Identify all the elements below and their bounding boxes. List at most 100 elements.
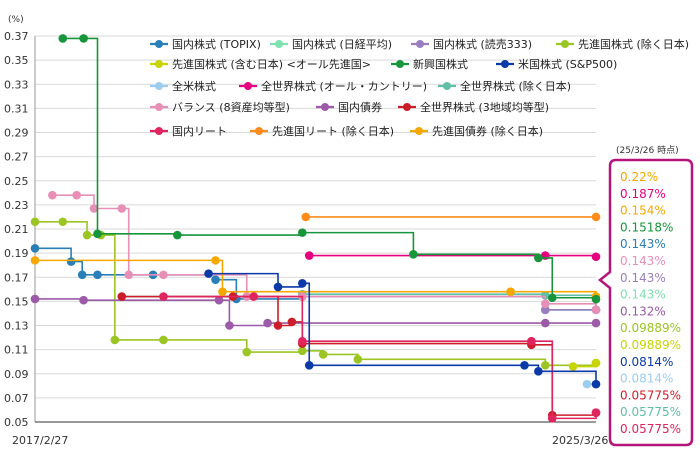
legend-label: 全世界株式 (オール・カントリー) bbox=[261, 79, 427, 93]
legend-entry: 全米株式 bbox=[150, 79, 216, 93]
series-line bbox=[121, 295, 596, 311]
data-point bbox=[30, 256, 40, 265]
data-point bbox=[159, 270, 168, 280]
y-tick-label: 0.05 bbox=[4, 416, 29, 429]
end-value-label: 0.143% bbox=[620, 237, 666, 251]
data-point bbox=[534, 253, 543, 263]
data-point bbox=[506, 287, 515, 297]
legend-label: 国内リート bbox=[172, 124, 227, 138]
series-line bbox=[309, 254, 597, 257]
data-point bbox=[263, 318, 272, 328]
data-point bbox=[58, 217, 68, 227]
series-lines bbox=[30, 34, 601, 423]
data-point bbox=[568, 362, 578, 371]
data-point bbox=[89, 204, 99, 213]
data-point bbox=[77, 270, 87, 280]
data-point bbox=[30, 217, 40, 227]
legend-entry: 先進国株式 (除く日本) bbox=[556, 37, 689, 51]
legend-entry: 国内株式 (TOPIX) bbox=[150, 37, 261, 51]
legend-label: バランス (8資産均等型) bbox=[172, 100, 290, 114]
data-point bbox=[159, 292, 168, 301]
end-value-label: 0.187% bbox=[620, 187, 666, 201]
data-point bbox=[541, 299, 550, 309]
data-point bbox=[214, 295, 224, 305]
data-point bbox=[30, 294, 40, 304]
data-point bbox=[304, 251, 314, 260]
series-11 bbox=[159, 292, 601, 423]
data-point bbox=[48, 190, 57, 200]
data-point bbox=[591, 305, 601, 315]
end-value-box-border bbox=[597, 158, 694, 447]
data-point bbox=[541, 305, 550, 315]
x-axis-end-label: 2025/3/26 bbox=[552, 434, 608, 447]
y-tick-label: 0.19 bbox=[4, 247, 29, 260]
legend-entry: 米国株式 (S&P500) bbox=[496, 57, 617, 71]
x-axis-start-label: 2017/2/27 bbox=[12, 434, 68, 447]
legend-label: 先進国株式 (除く日本) bbox=[578, 37, 689, 51]
legend-entry: 全世界株式 (オール・カントリー) bbox=[239, 79, 427, 93]
legend-entry: 全世界株式 (3地域均等型) bbox=[398, 100, 549, 114]
legend: 国内株式 (TOPIX) 国内株式 (日経平均) 国内株式 (読売333) 先進国株式… bbox=[150, 37, 689, 138]
legend-label: 国内株式 (TOPIX) bbox=[172, 37, 261, 51]
data-point bbox=[409, 250, 418, 259]
legend-entry: 国内債券 bbox=[316, 100, 382, 114]
legend-label: 全世界株式 (3地域均等型) bbox=[420, 100, 549, 114]
series-6 bbox=[304, 251, 601, 262]
legend-entry: 国内株式 (読売333) bbox=[411, 37, 532, 51]
end-value-label: 0.1518% bbox=[620, 220, 673, 234]
series-12 bbox=[301, 212, 601, 222]
data-point bbox=[173, 230, 182, 240]
data-point bbox=[547, 293, 557, 303]
y-tick-label: 0.25 bbox=[4, 175, 29, 188]
legend-label: 先進国株式 (含む日本) <オール先進国> bbox=[172, 57, 371, 71]
data-point bbox=[591, 212, 601, 222]
data-point bbox=[318, 350, 328, 359]
legend-swatch-dot bbox=[416, 40, 424, 48]
series-line bbox=[62, 37, 597, 300]
legend-swatch-dot bbox=[275, 40, 283, 48]
data-point bbox=[273, 282, 283, 292]
legend-entry: 国内株式 (日経平均) bbox=[270, 37, 392, 51]
end-value-label: 0.132% bbox=[620, 304, 666, 318]
legend-label: 国内株式 (日経平均) bbox=[292, 37, 392, 51]
series-8 bbox=[48, 190, 601, 315]
data-point bbox=[520, 361, 529, 370]
data-point bbox=[298, 336, 307, 346]
data-point bbox=[534, 367, 543, 376]
data-point bbox=[159, 335, 168, 345]
legend-entry: 先進国リート (除く日本) bbox=[250, 124, 394, 138]
legend-label: 米国株式 (S&P500) bbox=[518, 57, 617, 71]
end-value-label: 0.22% bbox=[620, 170, 658, 184]
data-point bbox=[218, 287, 227, 297]
data-point bbox=[249, 292, 259, 301]
y-tick-label: 0.33 bbox=[4, 78, 29, 91]
legend-swatch-dot bbox=[321, 103, 329, 111]
data-point bbox=[304, 361, 314, 370]
legend-swatch-dot bbox=[501, 60, 509, 68]
legend-swatch-dot bbox=[155, 40, 163, 48]
legend-label: 国内債券 bbox=[338, 100, 382, 114]
end-value-label: 0.0814% bbox=[620, 372, 673, 386]
legend-swatch-dot bbox=[155, 82, 163, 90]
data-point bbox=[353, 354, 363, 364]
data-point bbox=[591, 294, 601, 304]
data-point bbox=[66, 257, 76, 266]
data-point bbox=[79, 295, 88, 305]
legend-entry: 新興国株式 bbox=[391, 57, 468, 71]
series-15 bbox=[204, 269, 601, 389]
series-line bbox=[35, 298, 596, 327]
data-point bbox=[93, 270, 102, 280]
data-point bbox=[591, 252, 601, 262]
data-point bbox=[204, 269, 213, 278]
y-tick-label: 0.07 bbox=[4, 392, 29, 405]
y-tick-label: 0.31 bbox=[4, 102, 29, 115]
data-point bbox=[30, 244, 40, 253]
y-tick-label: 0.37 bbox=[4, 30, 29, 43]
data-point bbox=[547, 414, 557, 423]
end-value-label: 0.143% bbox=[620, 288, 666, 302]
y-axis-unit-label: (%) bbox=[8, 15, 24, 25]
end-value-label: 0.09889% bbox=[620, 321, 681, 335]
legend-entry: 先進国株式 (含む日本) <オール先進国> bbox=[150, 57, 371, 71]
legend-label: 国内株式 (読売333) bbox=[433, 37, 532, 51]
data-point bbox=[301, 212, 311, 222]
